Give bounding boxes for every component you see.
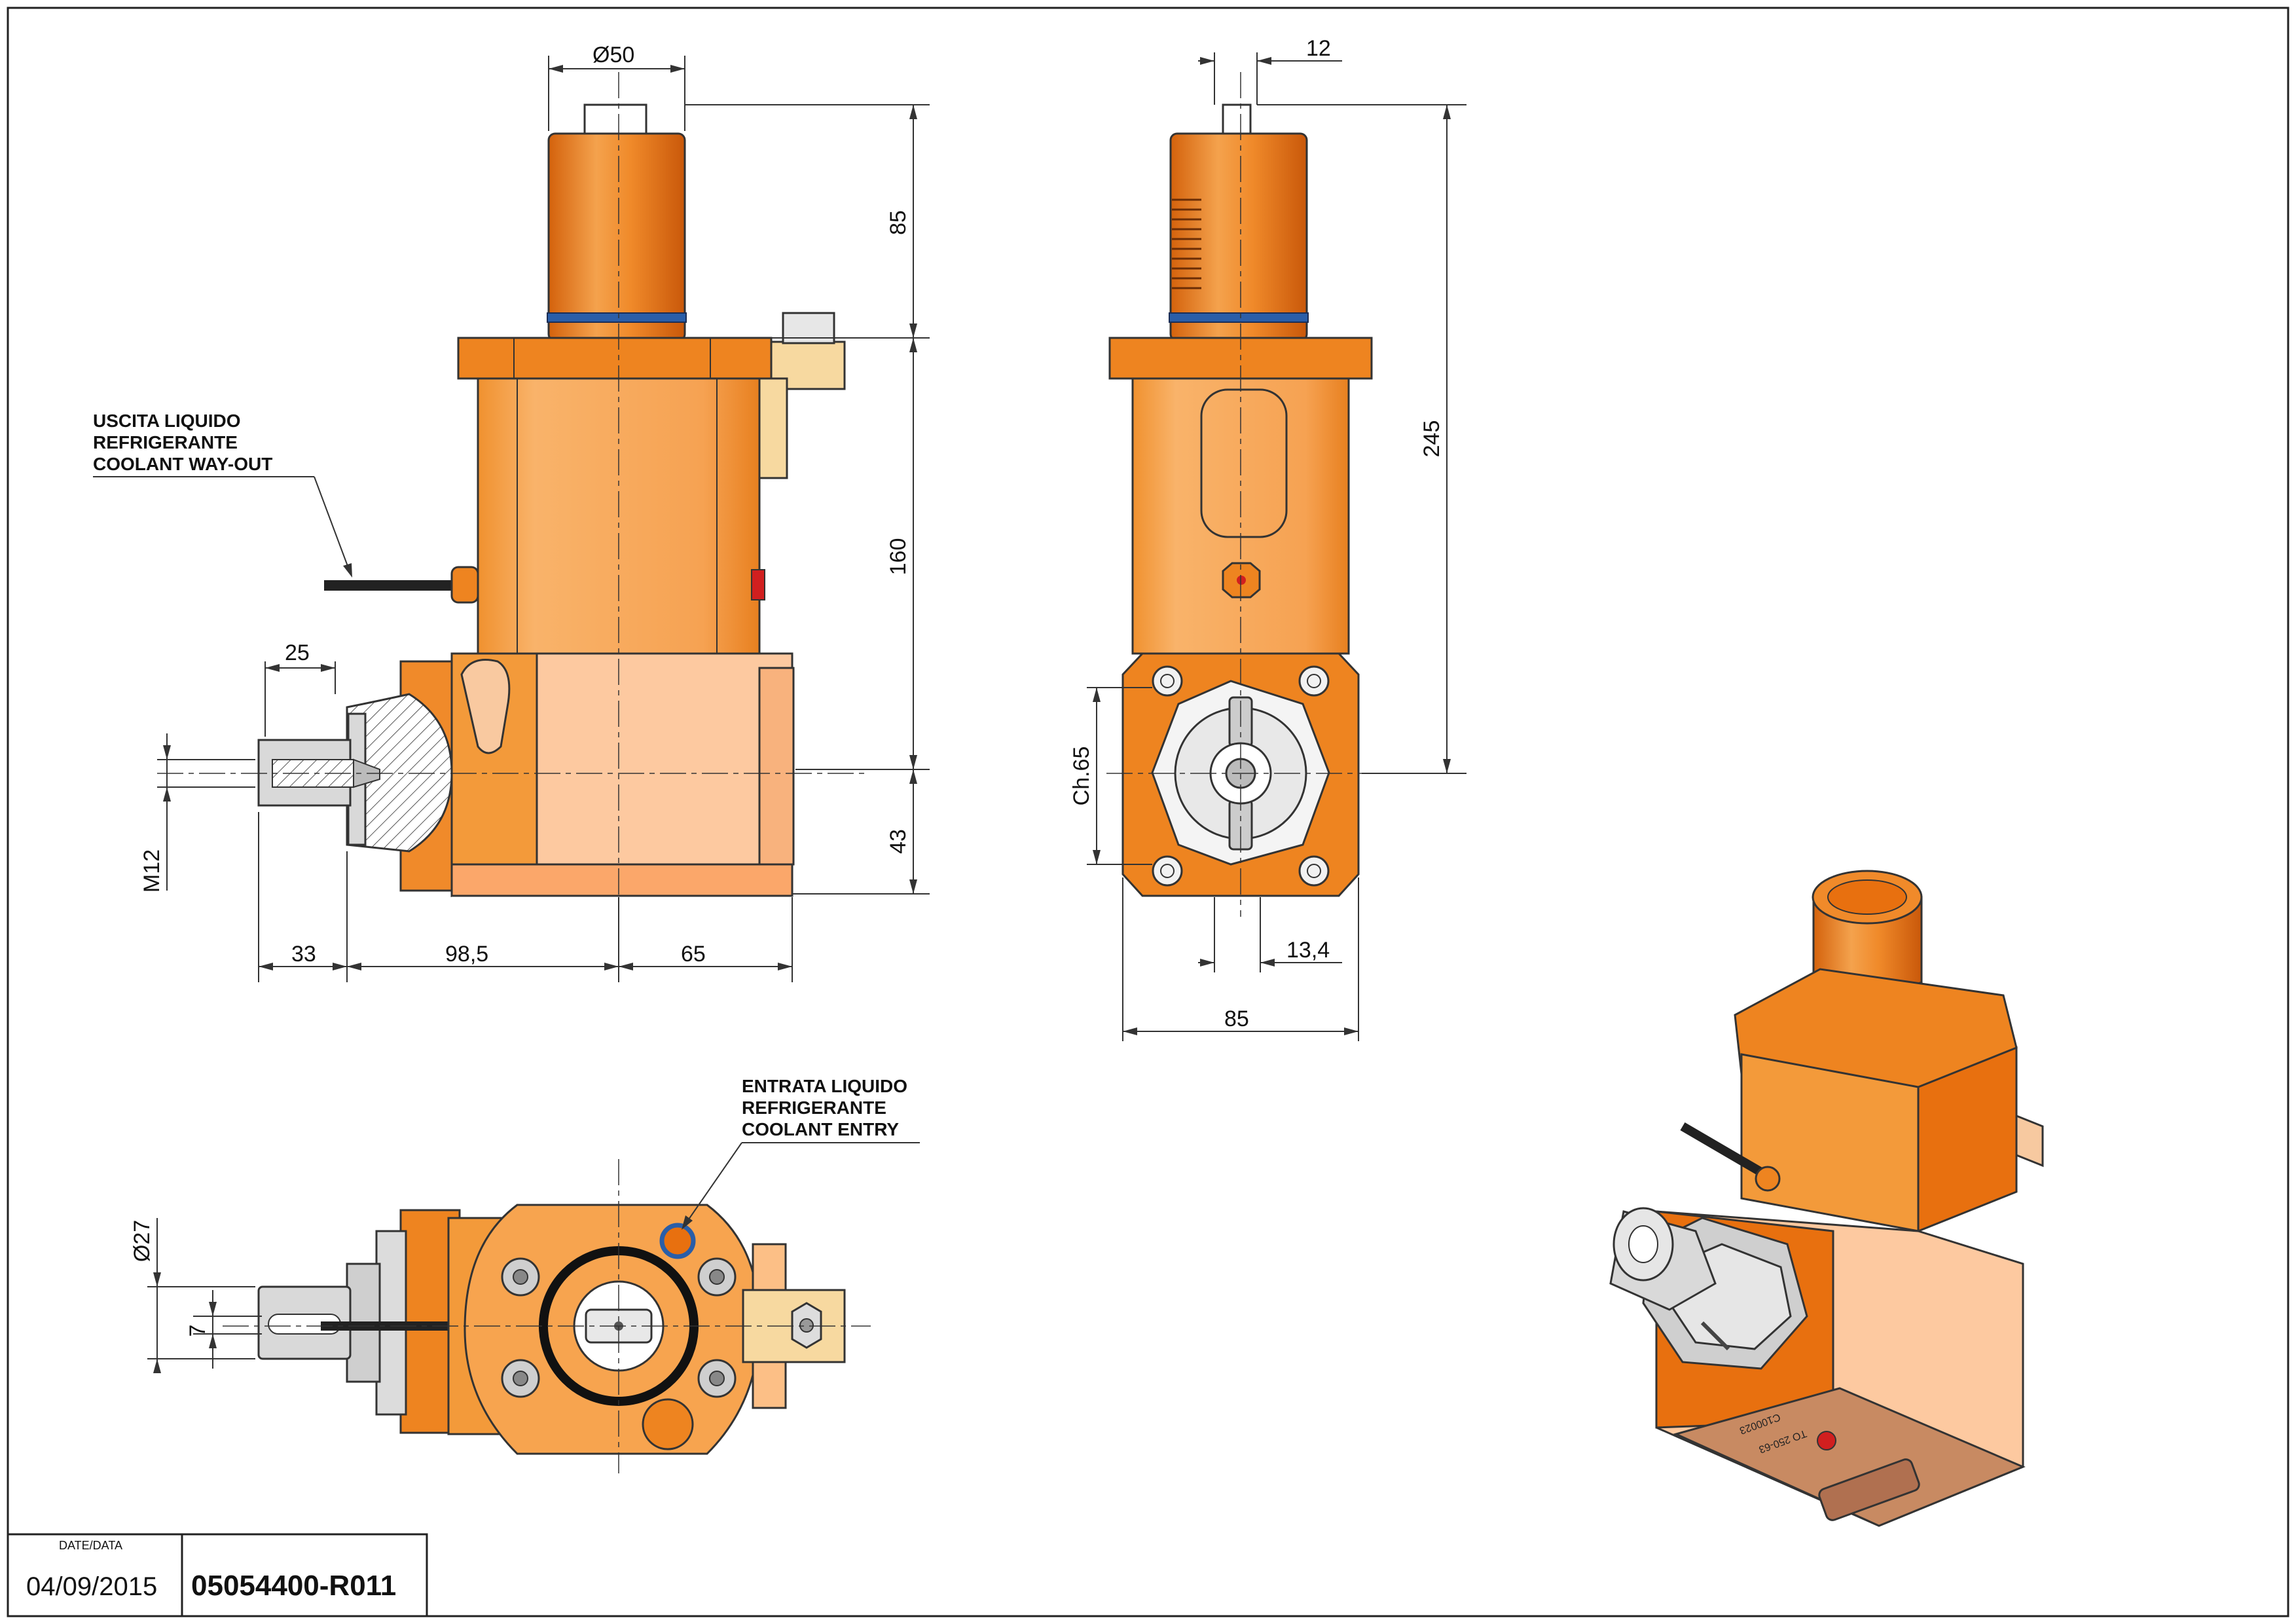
drawing-code: 05054400-R011 [191, 1570, 396, 1602]
side-flange [457, 337, 773, 380]
dim-diameter-50: Ø50 [592, 43, 634, 67]
side-top-cylinder [547, 132, 686, 342]
front-screws [1152, 665, 1330, 887]
side-coolant-pipe [324, 580, 455, 591]
front-view: 12 245 Ch.65 13,4 85 [1069, 36, 1467, 1041]
isometric-view: C100023 TO 250-63 [1609, 870, 2044, 1527]
dim-key-7: 7 [185, 1325, 210, 1337]
note-coolant-out-line3: COOLANT WAY-OUT [93, 454, 272, 474]
front-top-cylinder [1169, 132, 1308, 342]
top-dimensions [147, 1218, 262, 1369]
side-oring [547, 312, 687, 323]
sheet-border [7, 7, 2289, 1617]
side-top-cap [583, 103, 647, 135]
dim-height-85: 85 [886, 210, 911, 235]
front-dimensions [1087, 52, 1467, 1041]
dim-chamfer-65: Ch.65 [1069, 747, 1094, 806]
date-value: 04/09/2015 [26, 1572, 157, 1601]
date-label: DATE/DATA [59, 1539, 122, 1552]
title-block: DATE/DATA 04/09/2015 05054400-R011 [7, 1533, 428, 1617]
top-view: Ø27 7 ENTRATA LIQUIDO REFRIGERANTE COOLA… [130, 1076, 920, 1473]
dim-offset-12: 12 [1306, 36, 1331, 61]
note-coolant-out-line1: USCITA LIQUIDO [93, 411, 241, 431]
dim-diameter-27: Ø27 [130, 1220, 155, 1262]
dim-offset-13-4: 13,4 [1286, 938, 1330, 963]
dim-height-160: 160 [886, 538, 911, 576]
note-coolant-in-line3: COOLANT ENTRY [742, 1119, 899, 1139]
dim-length-25: 25 [285, 640, 310, 665]
dim-width-85: 85 [1224, 1006, 1249, 1031]
dim-width-33: 33 [291, 942, 316, 967]
dim-height-43: 43 [886, 829, 911, 854]
side-view: Ø50 85 160 43 25 M12 33 98,5 65 USCITA L… [93, 43, 930, 982]
dim-width-65: 65 [681, 942, 706, 967]
dim-thread-m12: M12 [139, 849, 164, 893]
dim-width-98-5: 98,5 [445, 942, 488, 967]
dim-height-245: 245 [1419, 420, 1444, 458]
note-coolant-out-line2: REFRIGERANTE [93, 432, 238, 452]
note-coolant-in-line1: ENTRATA LIQUIDO [742, 1076, 907, 1096]
note-coolant-in-line2: REFRIGERANTE [742, 1098, 886, 1118]
coolant-entry-port [659, 1223, 696, 1259]
